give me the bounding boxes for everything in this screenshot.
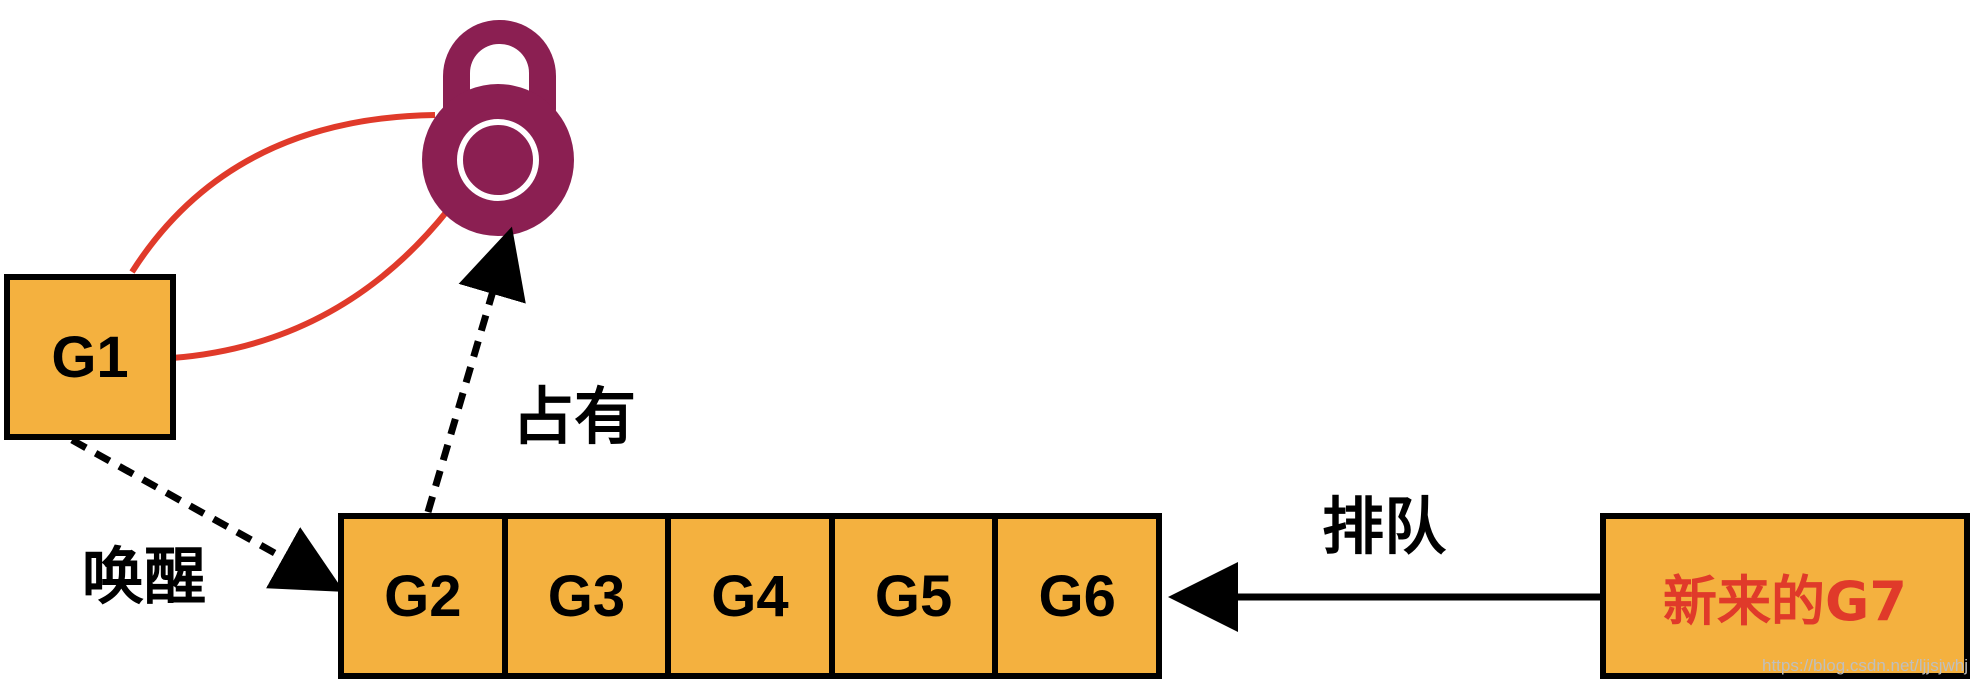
queue-label: 排队 bbox=[1322, 490, 1447, 563]
queue-item: G4 bbox=[665, 519, 829, 673]
queue-item: G2 bbox=[384, 563, 462, 629]
watermark: https://blog.csdn.net/ljjsjwhj bbox=[1762, 656, 1968, 675]
queue-item: G6 bbox=[992, 519, 1156, 673]
wait-queue: G2 G3 G4 G5 G6 bbox=[338, 513, 1162, 679]
occupy-label: 占有 bbox=[512, 380, 637, 453]
occupy-arrow bbox=[424, 226, 526, 513]
newcomer-box: 新来的G7 bbox=[1600, 513, 1970, 679]
queue-item: G5 bbox=[828, 519, 993, 673]
wake-label: 唤醒 bbox=[82, 540, 207, 613]
wake-arrow bbox=[70, 436, 345, 592]
newcomer-label: 新来的G7 bbox=[1663, 569, 1907, 633]
lock-icon bbox=[422, 20, 574, 236]
queue-item: G3 bbox=[501, 519, 666, 673]
holder-box: G1 bbox=[4, 274, 176, 440]
holder-label: G1 bbox=[51, 324, 129, 390]
holder-link-upper bbox=[129, 112, 436, 274]
holder-link-lower bbox=[171, 208, 451, 361]
